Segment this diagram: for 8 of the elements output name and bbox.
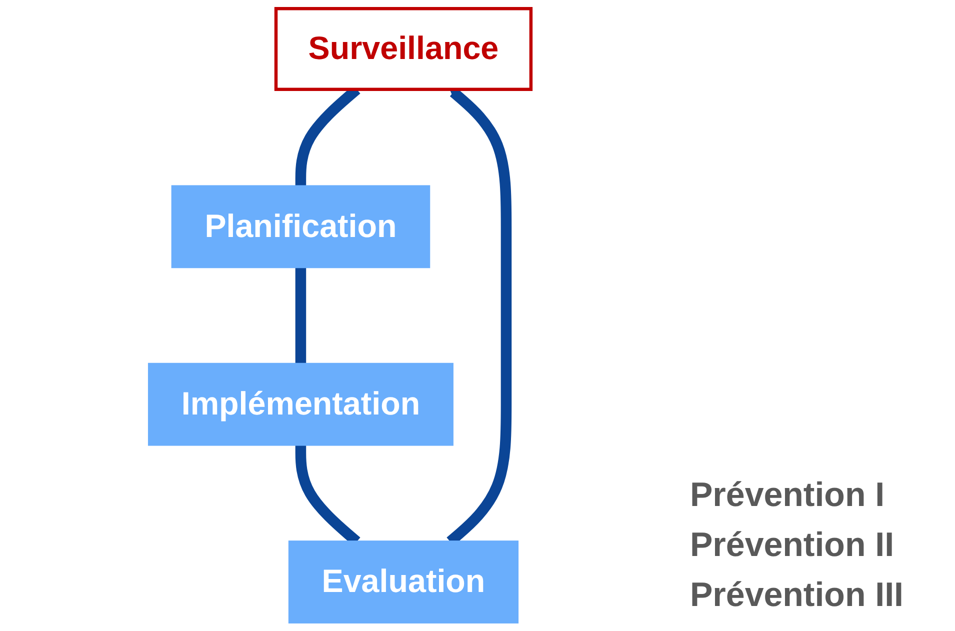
node-box: Surveillance xyxy=(274,7,533,91)
connector xyxy=(295,267,306,364)
node-box: Planification xyxy=(171,185,430,268)
label-text: Prévention II xyxy=(690,525,896,566)
node-box: Implémentation xyxy=(148,362,454,446)
label-text: Prévention I xyxy=(690,475,886,516)
label-text: Prévention III xyxy=(690,575,904,616)
node-box: Evaluation xyxy=(288,540,519,624)
